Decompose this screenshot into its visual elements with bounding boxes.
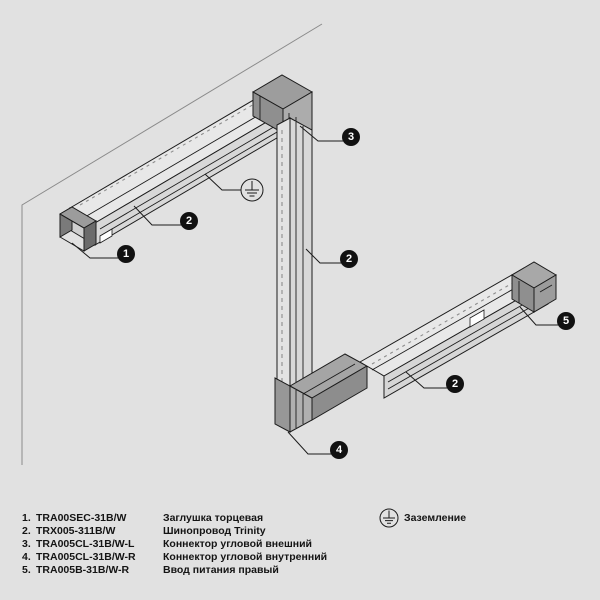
ground-circle: [240, 178, 264, 202]
callout-2-mid: 2: [305, 248, 358, 268]
callout-leader-line: [519, 306, 558, 326]
ground-icon: [379, 508, 399, 528]
power-feed-front-face: [533, 274, 557, 313]
power-feed-right: [511, 261, 557, 313]
callout-leader-line: [405, 371, 447, 389]
track-notch-detail: [99, 228, 113, 244]
callout-label: 2: [346, 253, 352, 265]
callout-circle: [117, 245, 135, 263]
callout-2-top: 2: [133, 205, 198, 230]
callout-1: 1: [71, 242, 135, 263]
callout-label: 1: [123, 248, 129, 260]
callout-5: 5: [519, 306, 575, 330]
legend-item-description: Ввод питания правый: [163, 564, 279, 576]
callout-3: 3: [299, 125, 360, 146]
legend-row: 5. TRA005B-31B/W-R Ввод питания правый: [22, 564, 279, 576]
lower-track-perforation-dashes: [371, 272, 531, 365]
wall-outline: [21, 23, 323, 465]
track-perforation-dashes: [79, 95, 269, 206]
callout-label: 2: [452, 378, 458, 390]
callout-circle: [340, 250, 358, 268]
corner-connector-inner: [274, 353, 369, 433]
callout-leader-line: [305, 248, 341, 264]
callout-leader-line: [299, 125, 343, 142]
legend-row: 3. TRA005CL-31B/W-L Коннектор угловой вн…: [22, 538, 312, 550]
end-cap-left: [59, 206, 97, 252]
legend-item-description: Шинопровод Trinity: [163, 525, 266, 537]
callout-circle: [330, 441, 348, 459]
vertical-track-right-face: [289, 117, 313, 401]
callout-circle: [557, 312, 575, 330]
legend-ground-label: Заземление: [404, 512, 466, 524]
callout-circle: [180, 212, 198, 230]
callout-label: 2: [186, 215, 192, 227]
legend-item-index: 5.: [22, 564, 31, 576]
track-segment-horizontal-lower: [359, 267, 551, 399]
legend: 1. TRA00SEC-31B/W Заглушка торцевая 2. T…: [22, 508, 466, 576]
legend-item-code: TRA005CL-31B/W-R: [36, 551, 136, 563]
legend-item-index: 2.: [22, 525, 31, 537]
legend-ground-entry: Заземление: [379, 508, 466, 528]
legend-row: 2. TRX005-311B/W Шинопровод Trinity: [22, 525, 266, 537]
connector-inner-vertical-face: [274, 377, 291, 433]
legend-item-index: 3.: [22, 538, 31, 550]
legend-item-code: TRA005CL-31B/W-L: [36, 538, 135, 550]
legend-item-description: Коннектор угловой внешний: [163, 538, 312, 550]
callout-label: 5: [563, 315, 569, 327]
callout-circle: [342, 128, 360, 146]
lower-track-contact-detail: [469, 309, 485, 328]
vertical-track-left-face: [276, 117, 291, 396]
callout-label: 3: [348, 131, 354, 143]
legend-item-code: TRX005-311B/W: [36, 525, 115, 537]
legend-item-description: Коннектор угловой внутренний: [163, 551, 327, 563]
legend-item-index: 4.: [22, 551, 31, 563]
callout-markers-group: 1 2 3 2 5: [71, 125, 575, 459]
callout-leader-line: [287, 431, 331, 455]
callout-leader-line: [71, 242, 118, 259]
callout-circle: [446, 375, 464, 393]
end-cap-edges: [59, 213, 85, 252]
legend-item-index: 1.: [22, 512, 31, 524]
legend-item-description: Заглушка торцевая: [163, 512, 263, 524]
track-segment-vertical: [276, 117, 313, 401]
legend-item-code: TRA005B-31B/W-R: [36, 564, 130, 576]
callout-leader-line: [133, 205, 181, 226]
callout-4: 4: [287, 431, 348, 459]
legend-row: 4. TRA005CL-31B/W-R Коннектор угловой вн…: [22, 551, 327, 563]
ground-leader-line: [204, 173, 241, 191]
connector-inner-front-face: [311, 365, 368, 421]
ground-symbols-group: [204, 173, 264, 202]
callout-2-low: 2: [405, 371, 464, 393]
track-segment-horizontal-upper: [69, 94, 290, 246]
legend-item-code: TRA00SEC-31B/W: [36, 512, 127, 524]
ground-symbol-diagram: [204, 173, 264, 202]
ground-icon-glyph: [383, 510, 395, 524]
legend-row: 1. TRA00SEC-31B/W Заглушка торцевая: [22, 512, 263, 524]
callout-label: 4: [336, 444, 343, 456]
ground-earth-glyph: [245, 181, 259, 197]
